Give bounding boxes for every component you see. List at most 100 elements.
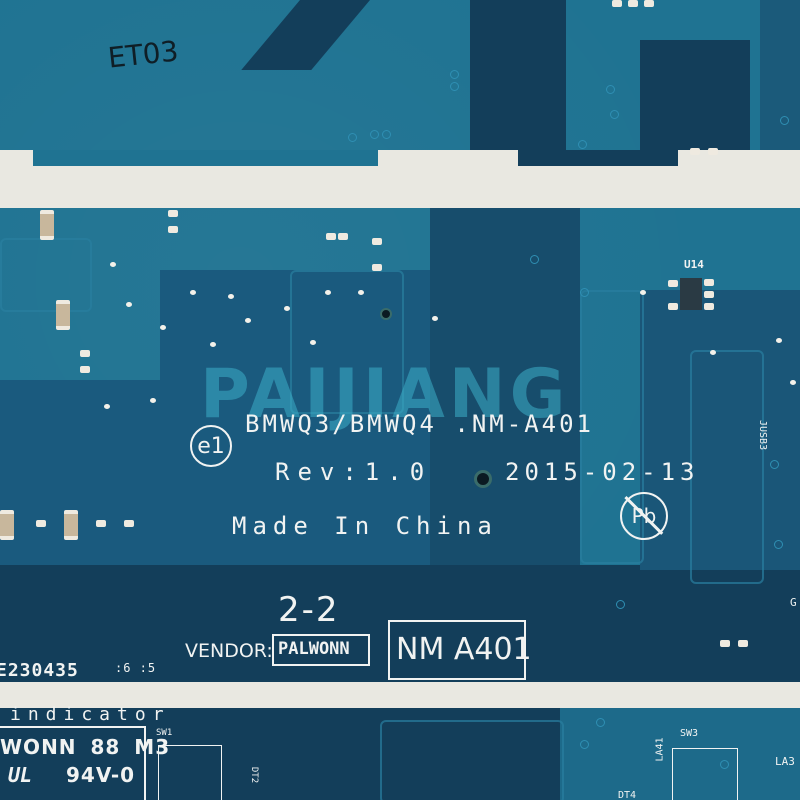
via <box>770 460 779 469</box>
silkscreen-serial: E230435 <box>0 660 79 681</box>
pad <box>80 366 90 373</box>
copper-plane-bottom-band <box>0 565 800 682</box>
pad <box>338 233 348 240</box>
silkscreen-indicator: indicator <box>10 704 171 725</box>
capacitor <box>64 510 78 540</box>
copper-plane-left-lower <box>0 380 160 565</box>
via <box>126 302 132 307</box>
trace <box>380 720 564 800</box>
pad <box>628 0 638 7</box>
pad <box>326 233 336 240</box>
pad <box>124 520 134 527</box>
pad <box>80 350 90 357</box>
trace <box>290 270 404 414</box>
silkscreen-model-line: BMWQ3/BMWQ4 .NM-A401 <box>245 410 594 438</box>
pad <box>96 520 106 527</box>
via <box>596 718 605 727</box>
via <box>210 342 216 347</box>
via <box>450 70 459 79</box>
mounting-hole-icon <box>474 470 492 488</box>
via <box>382 130 391 139</box>
vendor-name-box: PALWONN <box>272 634 370 666</box>
mounting-hole-icon <box>380 308 392 320</box>
via <box>348 133 357 142</box>
sw3-switch-outline <box>672 748 738 800</box>
via <box>640 290 646 295</box>
via <box>110 262 116 267</box>
pad <box>704 291 714 298</box>
via <box>450 82 459 91</box>
via <box>245 318 251 323</box>
copper-plane-column <box>470 0 566 150</box>
pad <box>720 640 730 647</box>
pad <box>704 303 714 310</box>
pad <box>704 279 714 286</box>
cutout-notch <box>518 150 678 166</box>
label-u14: U14 <box>684 258 704 271</box>
via <box>580 740 589 749</box>
pb-free-icon: Pb <box>620 492 668 540</box>
via <box>606 85 615 94</box>
via <box>580 288 589 297</box>
silkscreen-ul-line1: WONN 88 M3 <box>0 735 171 759</box>
label-la41: LA41 <box>654 737 666 762</box>
silkscreen-et03: ET03 <box>106 34 180 75</box>
silkscreen-section: 2-2 <box>278 590 340 630</box>
cutout-notch <box>33 150 378 166</box>
via <box>710 350 716 355</box>
via <box>578 140 587 149</box>
trace <box>0 238 92 312</box>
capacitor <box>56 300 70 330</box>
copper-plane-top-right <box>241 0 370 70</box>
pad <box>36 520 46 527</box>
ul-info-box <box>0 726 146 800</box>
silkscreen-vendor-name: PALWONN <box>278 639 350 659</box>
via <box>610 110 619 119</box>
pad <box>612 0 622 7</box>
u14-chip <box>680 278 702 310</box>
silkscreen-date: 2015-02-13 <box>505 458 700 486</box>
pad <box>668 280 678 287</box>
via <box>310 340 316 345</box>
pad <box>668 303 678 310</box>
silkscreen-origin: Made In China <box>232 512 498 540</box>
pad <box>690 148 700 155</box>
ul-recognized-icon: UL <box>8 763 33 787</box>
via <box>228 294 234 299</box>
pad <box>372 238 382 245</box>
capacitor <box>0 510 14 540</box>
silkscreen-revision: Rev:1.0 <box>275 458 433 486</box>
via <box>776 338 782 343</box>
silkscreen-serial-suffix: :6 :5 <box>115 661 157 675</box>
via <box>790 380 796 385</box>
label-la3: LA3 <box>775 755 795 768</box>
pad <box>168 226 178 233</box>
via <box>530 255 539 264</box>
via <box>284 306 290 311</box>
board-code-box: NM A401 <box>388 620 532 680</box>
silkscreen-vendor-label: VENDOR: <box>185 640 273 662</box>
pad <box>644 0 654 7</box>
copper-plane-bottom <box>0 708 560 800</box>
via <box>774 540 783 549</box>
label-dt4: DT4 <box>618 790 637 800</box>
via <box>358 290 364 295</box>
via <box>160 325 166 330</box>
sw1-switch-outline <box>158 745 222 800</box>
pad <box>708 148 718 155</box>
via <box>104 404 110 409</box>
trace <box>580 290 644 564</box>
via <box>720 760 729 769</box>
board-cutout-bottom <box>0 682 800 708</box>
pad <box>738 640 748 647</box>
label-dt2: DT2 <box>249 766 260 784</box>
label-sw1: SW1 <box>156 728 173 738</box>
silkscreen-board-code: NM A401 <box>396 632 532 667</box>
trace <box>690 350 764 584</box>
capacitor <box>40 210 54 240</box>
silkscreen-ul-rating: 94V-0 <box>66 763 136 787</box>
via <box>432 316 438 321</box>
via <box>780 116 789 125</box>
e1-lead-free-icon: e1 <box>190 425 232 467</box>
pad <box>372 264 382 271</box>
